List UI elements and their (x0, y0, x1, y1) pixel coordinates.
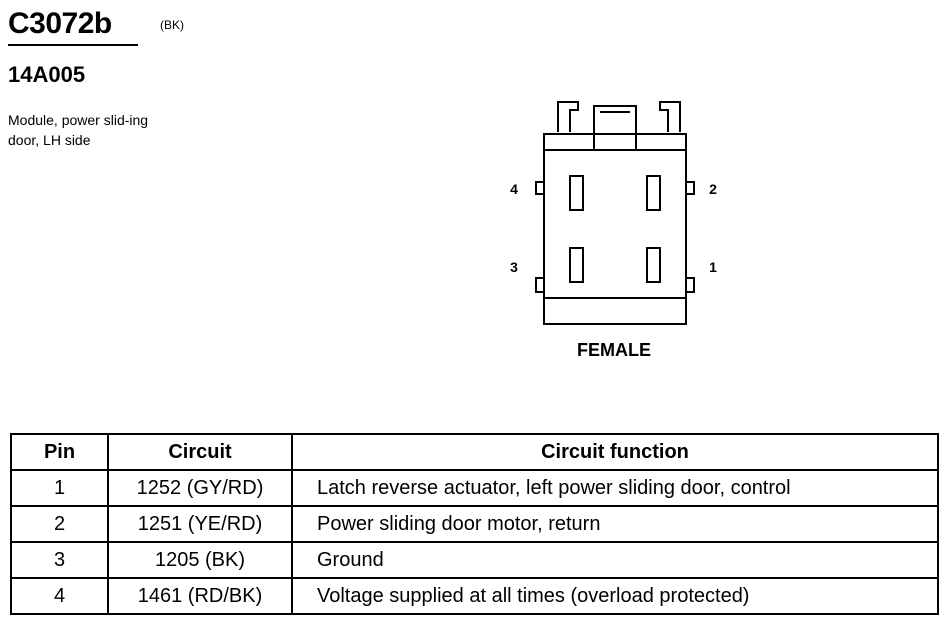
cell-function: Voltage supplied at all times (overload … (291, 577, 939, 615)
table-row: 3 1205 (BK) Ground (10, 541, 939, 579)
connector-color-code: (BK) (160, 18, 184, 32)
terminal-cavity-1 (646, 247, 661, 283)
pin-label-4: 4 (510, 181, 518, 197)
terminal-cavity-2 (646, 175, 661, 211)
title-underline (8, 44, 138, 46)
connector-left-latch (557, 101, 579, 132)
connector-body (543, 149, 687, 299)
gender-label: FEMALE (577, 340, 651, 360)
cell-circuit: 1205 (BK) (107, 541, 293, 579)
table-row: 1 1252 (GY/RD) Latch reverse actuator, l… (10, 469, 939, 507)
cell-circuit: 1252 (GY/RD) (107, 469, 293, 507)
pin-label-3: 3 (510, 259, 518, 275)
connector-shoulder (543, 133, 687, 150)
side-tab-pin-1 (685, 277, 695, 293)
table-header-row: Pin Circuit Circuit function (10, 433, 939, 471)
connector-diagram: 4 2 3 1 FEMALE (510, 101, 717, 360)
connector-id-title: C3072b (8, 7, 112, 40)
cell-function: Power sliding door motor, return (291, 505, 939, 543)
side-tab-pin-2 (685, 181, 695, 195)
cell-pin: 1 (10, 469, 109, 507)
cell-circuit: 1461 (RD/BK) (107, 577, 293, 615)
side-tab-pin-4 (535, 181, 545, 195)
table-row: 2 1251 (YE/RD) Power sliding door motor,… (10, 505, 939, 543)
pin-label-2: 2 (709, 181, 717, 197)
side-tab-pin-3 (535, 277, 545, 293)
pin-label-1: 1 (709, 259, 717, 275)
cell-pin: 2 (10, 505, 109, 543)
header-pin: Pin (10, 433, 109, 471)
connector-base (543, 297, 687, 325)
cell-function: Ground (291, 541, 939, 579)
part-number: 14A005 (8, 62, 86, 87)
header-circuit: Circuit (107, 433, 293, 471)
header-circuit-function: Circuit function (291, 433, 939, 471)
cell-pin: 3 (10, 541, 109, 579)
cell-function: Latch reverse actuator, left power slidi… (291, 469, 939, 507)
cell-circuit: 1251 (YE/RD) (107, 505, 293, 543)
terminal-cavity-4 (569, 175, 584, 211)
pin-table: Pin Circuit Circuit function 1 1252 (GY/… (10, 433, 939, 615)
table-row: 4 1461 (RD/BK) Voltage supplied at all t… (10, 577, 939, 615)
terminal-cavity-3 (569, 247, 584, 283)
connector-description: Module, power slid-ing door, LH side (8, 112, 149, 148)
cell-pin: 4 (10, 577, 109, 615)
connector-right-latch (659, 101, 681, 132)
